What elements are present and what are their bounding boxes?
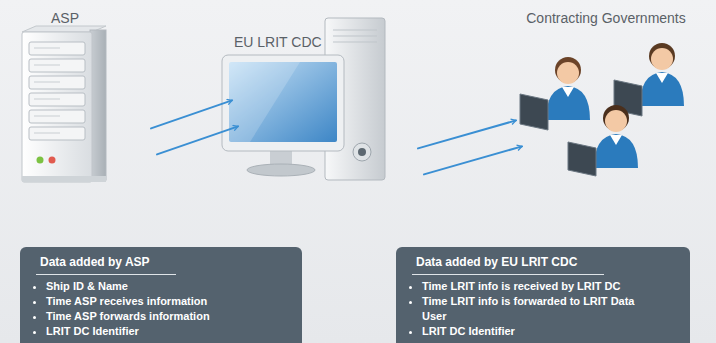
bullet-item: Ship ID & Name bbox=[46, 279, 296, 294]
bullet-item: Time ASP receives information bbox=[46, 294, 296, 309]
node-label: EU LRIT CDC bbox=[234, 34, 322, 50]
bullet-list: Time LRIT info is received by LRIT DCTim… bbox=[412, 279, 658, 339]
bullet-item: Time LRIT info is received by LRIT DC bbox=[422, 279, 658, 294]
info-panel: Data added by ASPShip ID & NameTime ASP … bbox=[20, 247, 302, 343]
bullet-list: Ship ID & NameTime ASP receives informat… bbox=[36, 279, 296, 339]
server-icon bbox=[22, 26, 106, 182]
panel-heading: Data added by ASP bbox=[36, 255, 176, 275]
flow-arrow bbox=[424, 146, 522, 174]
info-panel: Data added by EU LRIT CDC Time LRIT info … bbox=[396, 247, 690, 343]
bullet-item: LRIT DC Identifier bbox=[422, 324, 658, 339]
computer-icon bbox=[222, 18, 385, 180]
flow-arrow bbox=[151, 100, 232, 128]
node-label: ASP bbox=[51, 10, 79, 26]
system-node: Contracting Governments bbox=[510, 6, 702, 182]
system-node: ASP bbox=[15, 6, 115, 186]
flow-arrow bbox=[418, 120, 516, 148]
panel-heading: Data added by EU LRIT CDC bbox=[412, 255, 604, 275]
flow-arrow bbox=[157, 126, 238, 154]
bullet-item: Time ASP forwards information bbox=[46, 309, 296, 324]
bullet-item: Time LRIT info is forwarded to LRIT Data… bbox=[422, 294, 658, 324]
people-icon bbox=[520, 43, 684, 176]
node-label: Contracting Governments bbox=[526, 10, 686, 26]
system-node: EU LRIT CDC bbox=[218, 14, 388, 182]
bullet-item: LRIT DC Identifier bbox=[46, 324, 296, 339]
